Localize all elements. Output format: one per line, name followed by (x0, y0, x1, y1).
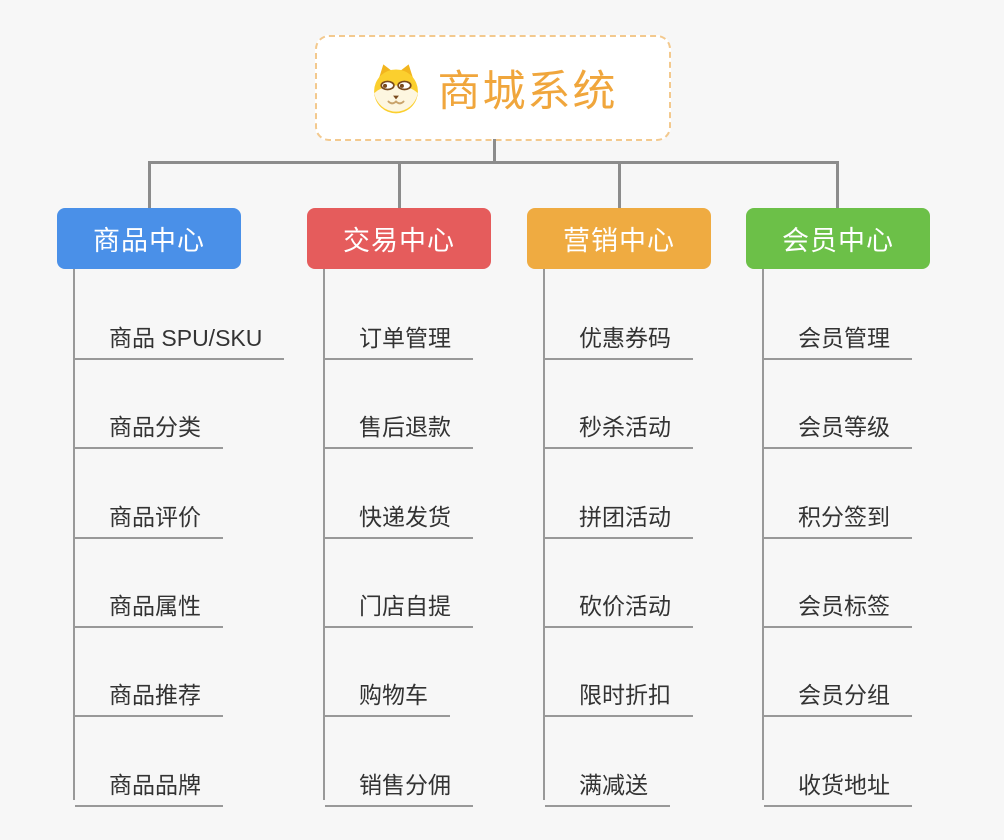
connector-drop-marketing (618, 161, 621, 209)
leaf-item[interactable]: 拼团活动 (545, 486, 693, 539)
leaf-item[interactable]: 会员标签 (764, 575, 912, 628)
connector-horizontal (148, 161, 839, 164)
branch-column-member: 会员管理 会员等级 积分签到 会员标签 会员分组 收货地址 (762, 269, 1004, 807)
leaf-item[interactable]: 售后退款 (325, 396, 473, 449)
branch-column-trade: 订单管理 售后退款 快递发货 门店自提 购物车 销售分佣 (323, 269, 575, 807)
root-title: 商城系统 (437, 68, 618, 116)
connector-drop-trade (398, 161, 401, 209)
leaf-item[interactable]: 限时折扣 (545, 664, 693, 717)
leaf-item[interactable]: 快递发货 (325, 486, 473, 539)
leaf-item[interactable]: 门店自提 (325, 575, 473, 628)
leaf-item[interactable]: 商品推荐 (75, 664, 223, 717)
leaf-item[interactable]: 优惠券码 (545, 307, 693, 360)
branch-marketing-center[interactable]: 营销中心 (527, 208, 711, 269)
leaf-item[interactable]: 收货地址 (764, 754, 912, 807)
leaf-item[interactable]: 会员等级 (764, 396, 912, 449)
leaf-item[interactable]: 满减送 (545, 754, 670, 807)
connector-root-vertical (493, 139, 496, 163)
branch-column-marketing: 优惠券码 秒杀活动 拼团活动 砍价活动 限时折扣 满减送 (543, 269, 795, 807)
leaf-item[interactable]: 积分签到 (764, 486, 912, 539)
branch-trade-center[interactable]: 交易中心 (307, 208, 491, 269)
leaf-item[interactable]: 订单管理 (325, 307, 473, 360)
leaf-item[interactable]: 商品分类 (75, 396, 223, 449)
connector-drop-product (148, 161, 151, 209)
leaf-item[interactable]: 会员分组 (764, 664, 912, 717)
leaf-item[interactable]: 会员管理 (764, 307, 912, 360)
root-node[interactable]: 商城系统 (315, 35, 671, 141)
leaf-item[interactable]: 商品评价 (75, 486, 223, 539)
leaf-item[interactable]: 商品 SPU/SKU (75, 307, 285, 360)
branch-column-product: 商品 SPU/SKU 商品分类 商品评价 商品属性 商品推荐 商品品牌 (73, 269, 325, 807)
leaf-item[interactable]: 购物车 (325, 664, 450, 717)
branch-member-center[interactable]: 会员中心 (746, 208, 930, 269)
connector-drop-member (836, 161, 839, 209)
leaf-item[interactable]: 商品属性 (75, 575, 223, 628)
shiba-dog-icon (369, 61, 423, 115)
leaf-item[interactable]: 商品品牌 (75, 754, 223, 807)
leaf-item[interactable]: 砍价活动 (545, 575, 693, 628)
branch-product-center[interactable]: 商品中心 (57, 208, 241, 269)
leaf-item[interactable]: 销售分佣 (325, 754, 473, 807)
leaf-item[interactable]: 秒杀活动 (545, 396, 693, 449)
